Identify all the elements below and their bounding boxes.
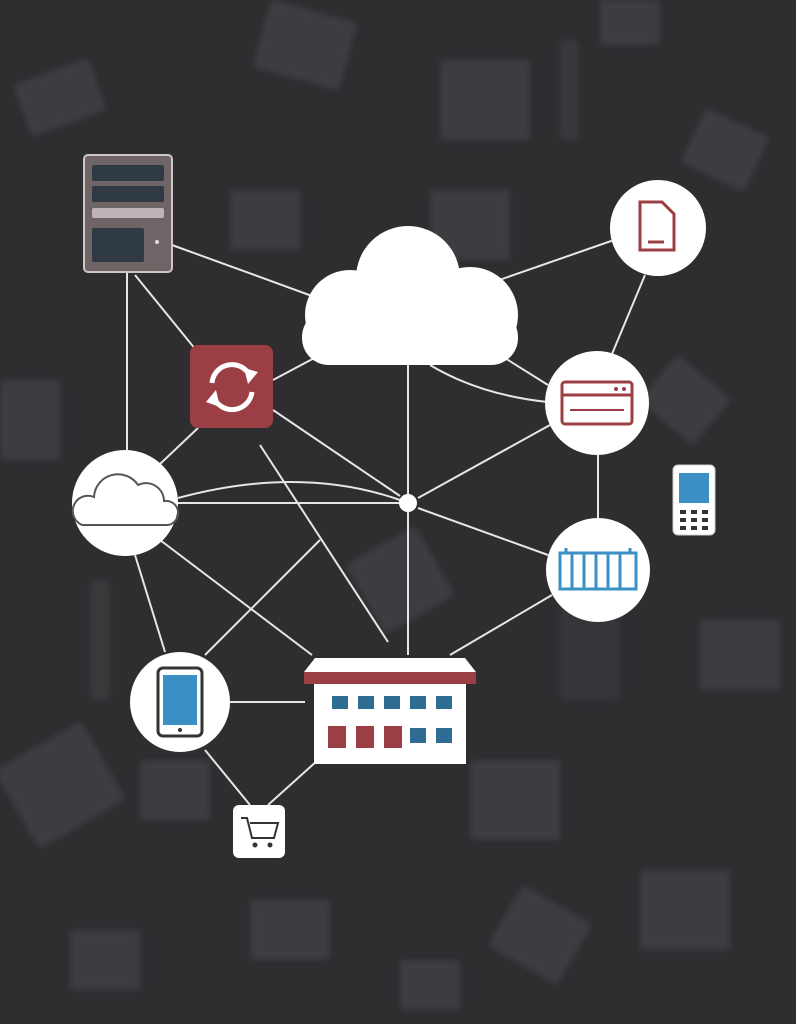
link-container-warehouse xyxy=(449,594,553,656)
connection-lines xyxy=(126,239,646,806)
link-document-browser xyxy=(611,274,646,355)
link-smallcloud-hub-curve xyxy=(177,481,401,501)
link-cloud-browser-curve xyxy=(429,364,549,403)
link-sync-warehouse xyxy=(259,444,389,643)
link-server-sync xyxy=(134,274,197,351)
document-icon[interactable] xyxy=(610,180,706,276)
shipping-container-icon[interactable] xyxy=(546,518,650,622)
link-sync-hub xyxy=(272,409,401,497)
building-icon[interactable] xyxy=(304,658,476,764)
link-cart-warehouse xyxy=(267,759,319,806)
cloud-icon[interactable] xyxy=(302,226,518,365)
sync-arrows-icon[interactable] xyxy=(190,345,273,428)
link-cloud-browser xyxy=(499,354,549,386)
cloud-icon[interactable] xyxy=(71,450,180,556)
mobile-phone-icon[interactable] xyxy=(672,464,716,536)
link-hub-browser xyxy=(417,424,551,499)
hub-dot-icon xyxy=(399,494,417,512)
shopping-cart-icon[interactable] xyxy=(233,805,285,858)
server-rack-icon xyxy=(83,154,173,273)
link-hub-container xyxy=(417,507,549,556)
link-cloud-document xyxy=(484,239,615,286)
link-tablet-up xyxy=(204,539,321,656)
link-server-cloud xyxy=(171,244,313,297)
link-tablet-cart xyxy=(204,749,251,806)
link-smallcloud-warehouse xyxy=(159,539,313,656)
tablet-icon[interactable] xyxy=(130,652,230,752)
link-sync-smallcloud xyxy=(159,427,199,465)
link-sync-cloud xyxy=(272,354,321,381)
link-smallcloud-tablet xyxy=(134,554,166,653)
browser-window-icon[interactable] xyxy=(545,351,649,455)
